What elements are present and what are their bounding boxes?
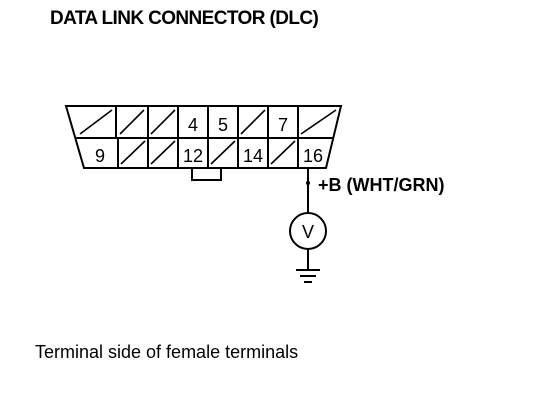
pin-12-label: 12: [183, 146, 203, 166]
unused-terminal-hatches: [79, 109, 337, 165]
pin-14-label: 14: [243, 146, 263, 166]
voltmeter-symbol: V: [302, 222, 314, 242]
diagram-title: DATA LINK CONNECTOR (DLC): [50, 8, 319, 29]
voltmeter-icon: V: [289, 212, 327, 250]
pin-5-label: 5: [218, 115, 228, 135]
pin-7-label: 7: [278, 115, 288, 135]
bottom-row-dividers: [117, 138, 299, 168]
pin-9-label: 9: [95, 146, 105, 166]
jumper-bracket: [191, 168, 222, 181]
ground-icon: [296, 269, 320, 283]
connector-outline: [64, 105, 343, 169]
pin-4-label: 4: [188, 115, 198, 135]
voltage-label: +B (WHT/GRN): [318, 175, 444, 195]
diagram-caption: Terminal side of female terminals: [35, 342, 299, 362]
pin-16-label: 16: [303, 146, 323, 166]
top-row-dividers: [115, 106, 299, 138]
